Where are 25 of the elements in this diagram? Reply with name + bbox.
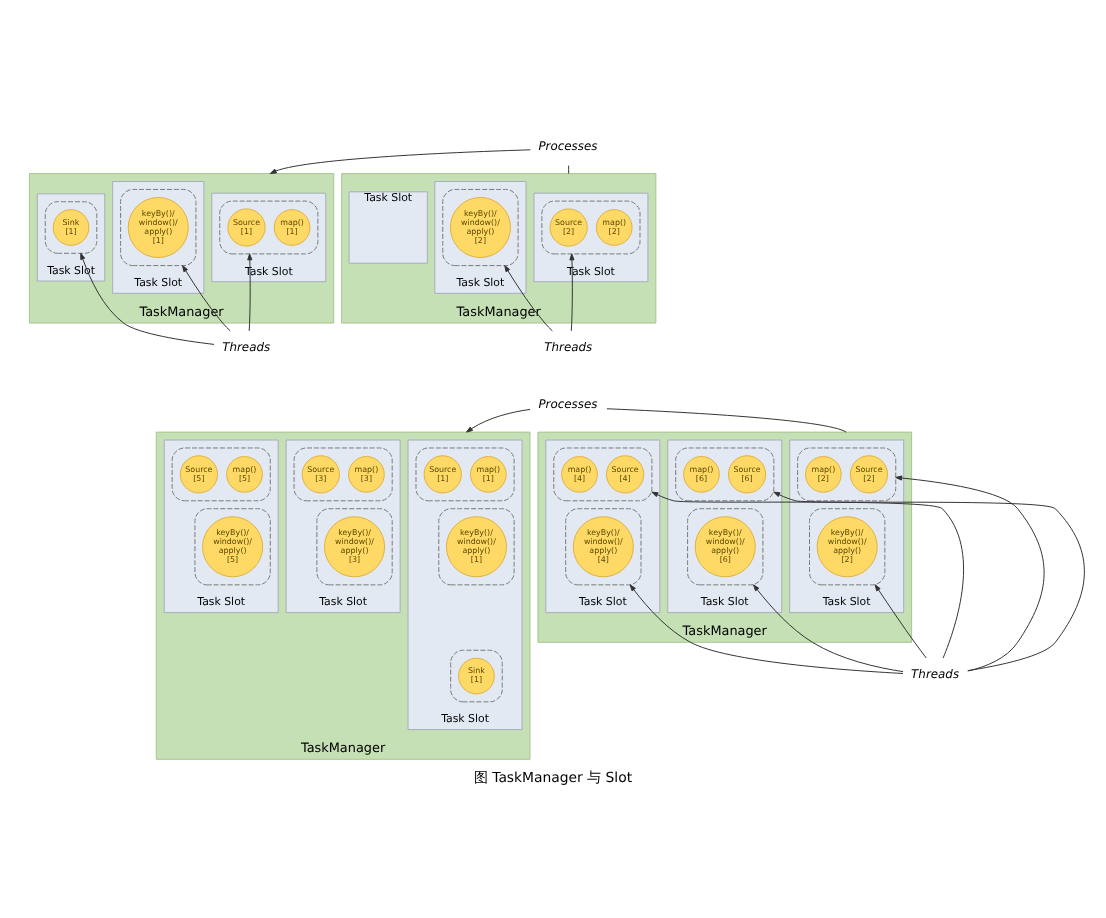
cluster (450, 648, 503, 702)
cluster (415, 446, 515, 501)
cluster (219, 199, 319, 254)
arrow (753, 583, 904, 672)
cluster (675, 446, 775, 501)
arrow (504, 264, 553, 331)
arrow (874, 583, 927, 658)
arrow (895, 474, 1045, 671)
connector (606, 407, 847, 432)
cluster (541, 199, 641, 254)
arrow (247, 252, 253, 331)
cluster (171, 446, 271, 501)
arrow (773, 490, 1085, 671)
arrow (629, 583, 904, 673)
arrow (182, 264, 231, 331)
arrow (80, 251, 215, 344)
arrow (569, 252, 575, 331)
arrow (466, 407, 531, 432)
cluster (44, 200, 98, 253)
cluster (293, 446, 393, 501)
arrow (651, 490, 965, 658)
arrow (269, 148, 531, 174)
cluster (797, 446, 897, 501)
cluster (553, 446, 653, 501)
connector (568, 164, 570, 174)
